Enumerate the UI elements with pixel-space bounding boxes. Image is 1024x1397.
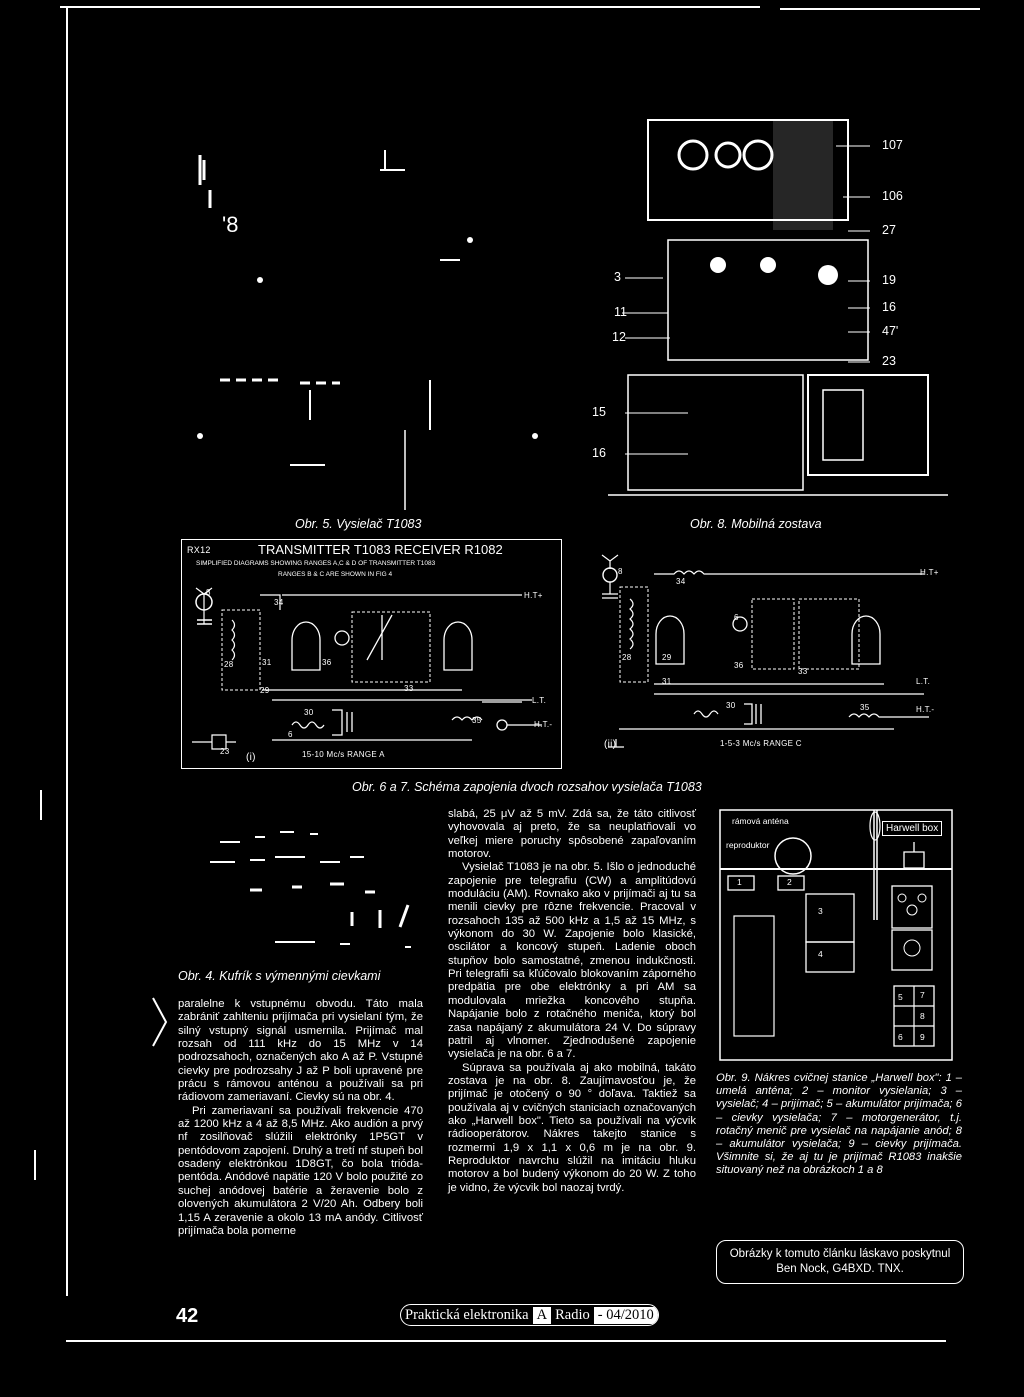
schematic-right-label-ht-minus: H.T.- bbox=[916, 705, 935, 714]
fig8-callout-107: 107 bbox=[882, 138, 903, 152]
fig8-callout-3: 3 bbox=[614, 270, 621, 284]
schematic-right-label-33: 33 bbox=[798, 667, 808, 676]
bracket-mark bbox=[152, 997, 168, 1047]
schematic-left-subtitle1: SIMPLIFIED DIAGRAMS SHOWING RANGES A,C &… bbox=[196, 560, 436, 567]
fig5-caption: Obr. 5. Vysielač T1083 bbox=[295, 517, 422, 531]
col1-paragraph-2: Pri zameriavaní sa používali frekvencie … bbox=[178, 1104, 423, 1237]
fig9-caption: Obr. 9. Nákres cvičnej stanice „Harwell … bbox=[716, 1072, 962, 1177]
footer-magazine-title: Praktická elektronika A Radio - 04/2010 bbox=[400, 1304, 659, 1326]
schematic-left-label-lt: L.T. bbox=[532, 696, 547, 705]
schematic-left-label-ht-minus: H.T.- bbox=[534, 720, 553, 729]
schematic-left-label-30: 30 bbox=[304, 708, 314, 717]
schematic-right-range: 1-5-3 Mc/s RANGE C bbox=[720, 739, 802, 748]
schematic-left-label-36: 36 bbox=[322, 658, 332, 667]
schematic-left: RX12 TRANSMITTER T1083 RECEIVER R1082 SI… bbox=[181, 539, 562, 769]
harwell-box-lines bbox=[719, 809, 953, 1061]
schematic-right-label-8: 8 bbox=[618, 567, 623, 576]
schematic-right: 34 36 31 29 33 35 30 28 6 8 H.T+ L.T. H.… bbox=[594, 549, 944, 761]
schematic-left-label-34: 34 bbox=[274, 598, 284, 607]
credit-text: Obrázky k tomuto článku láskavo poskytnu… bbox=[729, 1248, 951, 1275]
col2-paragraph-1: slabá, 25 μV až 5 mV. Zdá sa, že táto ci… bbox=[448, 808, 696, 861]
svg-text:'8: '8 bbox=[222, 212, 238, 237]
mobile-set-photo bbox=[608, 100, 948, 500]
fig8-callout-23: 23 bbox=[882, 354, 896, 368]
fig9-label-box: Harwell box bbox=[882, 821, 943, 836]
fig8-callout-16b: 16 bbox=[592, 446, 606, 460]
fig4-caption: Obr. 4. Kufrík s výmennými cievkami bbox=[178, 969, 381, 983]
schematic-left-title: TRANSMITTER T1083 RECEIVER R1082 bbox=[258, 542, 503, 557]
fig9-num-8: 8 bbox=[920, 1011, 925, 1021]
fig8-callout-47: 47' bbox=[882, 324, 899, 338]
schematic-right-label-36: 36 bbox=[734, 661, 744, 670]
schematic-left-label-6: 6 bbox=[288, 730, 293, 739]
top-rule-right bbox=[780, 8, 980, 10]
schematic-left-label-31: 31 bbox=[262, 658, 272, 667]
schematic-right-label-35: 35 bbox=[860, 703, 870, 712]
schematic-left-tag: (i) bbox=[246, 752, 256, 763]
schematic-left-label-33: 33 bbox=[404, 684, 414, 693]
schematic-left-label-23: 23 bbox=[220, 747, 230, 756]
col1-paragraph-1: paralelne k vstupnému obvodu. Táto mala … bbox=[178, 998, 423, 1104]
footer-segment-praktika: Praktická elektronika bbox=[405, 1306, 529, 1323]
schematic-right-label-6: 6 bbox=[734, 613, 739, 622]
col2-paragraph-2: Vysielač T1083 je na obr. 5. Išlo o jedn… bbox=[448, 861, 696, 1061]
fig8-callout-106: 106 bbox=[882, 189, 903, 203]
fig8-callout-16: 16 bbox=[882, 300, 896, 314]
schematic-right-drawing bbox=[601, 554, 929, 748]
schematic-left-label-8: 8 bbox=[206, 588, 211, 597]
footer-segment-date: - 04/2010 bbox=[593, 1306, 658, 1324]
col2-paragraph-3: Súprava sa používala aj ako mobilná, tak… bbox=[448, 1061, 696, 1194]
fig8-callout-15: 15 bbox=[592, 405, 606, 419]
fig9-label-antenna: rámová anténa bbox=[732, 816, 789, 826]
footer-segment-radio: Radio bbox=[555, 1306, 590, 1323]
schematic-right-label-lt: L.T. bbox=[916, 677, 931, 686]
schematic-left-drawing bbox=[192, 587, 542, 750]
top-rule bbox=[60, 6, 760, 8]
schematic-left-label-29: 29 bbox=[260, 686, 270, 695]
fig9-num-2: 2 bbox=[787, 877, 792, 887]
schematic-left-id: RX12 bbox=[187, 545, 211, 555]
schematic-left-range: 15-10 Mc/s RANGE A bbox=[302, 750, 385, 759]
column-2-text: slabá, 25 μV až 5 mV. Zdá sa, že táto ci… bbox=[448, 808, 696, 1195]
column-1-text: paralelne k vstupnému obvodu. Táto mala … bbox=[178, 998, 423, 1238]
schematic-left-label-28: 28 bbox=[224, 660, 234, 669]
schematic-right-label-28: 28 bbox=[622, 653, 632, 662]
schematic-right-label-29: 29 bbox=[662, 653, 672, 662]
fig8-callout-19: 19 bbox=[882, 273, 896, 287]
coil-case-photo bbox=[180, 812, 425, 962]
fig9-num-5: 5 bbox=[898, 992, 903, 1002]
schematic-right-tag: (ii) bbox=[604, 739, 617, 750]
schematic-right-label-31: 31 bbox=[662, 677, 672, 686]
left-margin-mark bbox=[40, 790, 42, 820]
fig9-num-6: 6 bbox=[898, 1032, 903, 1042]
fig9-num-1: 1 bbox=[737, 877, 742, 887]
fig9-num-4: 4 bbox=[818, 949, 823, 959]
fig8-callout-11: 11 bbox=[614, 305, 627, 319]
transmitter-photo: '8 bbox=[180, 100, 568, 510]
credit-box: Obrázky k tomuto článku láskavo poskytnu… bbox=[716, 1240, 964, 1284]
fig67-caption: Obr. 6 a 7. Schéma zapojenia dvoch rozsa… bbox=[352, 780, 702, 794]
page-number: 42 bbox=[176, 1305, 199, 1327]
footer-rule bbox=[66, 1340, 946, 1342]
footer-segment-a: A bbox=[532, 1306, 552, 1324]
fig8-callout-12: 12 bbox=[612, 330, 626, 344]
fig9-num-9: 9 bbox=[920, 1032, 925, 1042]
fig9-num-3: 3 bbox=[818, 906, 823, 916]
fig8-caption: Obr. 8. Mobilná zostava bbox=[690, 517, 822, 531]
fig8-callout-27: 27 bbox=[882, 223, 896, 237]
schematic-right-label-ht-plus: H.T+ bbox=[920, 568, 939, 577]
fig9-label-speaker: reproduktor bbox=[726, 840, 770, 850]
harwell-box-drawing: rámová anténa reproduktor Harwell box 1 … bbox=[714, 806, 958, 1064]
schematic-left-label-ht-plus: H.T+ bbox=[524, 591, 543, 600]
schematic-right-label-30: 30 bbox=[726, 701, 736, 710]
frame-left-line bbox=[66, 6, 68, 1296]
schematic-right-label-34: 34 bbox=[676, 577, 686, 586]
fig9-num-7: 7 bbox=[920, 990, 925, 1000]
schematic-left-label-35: 35 bbox=[472, 716, 482, 725]
schematic-left-subtitle2: RANGES B & C ARE SHOWN IN FIG 4 bbox=[278, 571, 393, 578]
left-margin-mark bbox=[34, 1150, 36, 1180]
